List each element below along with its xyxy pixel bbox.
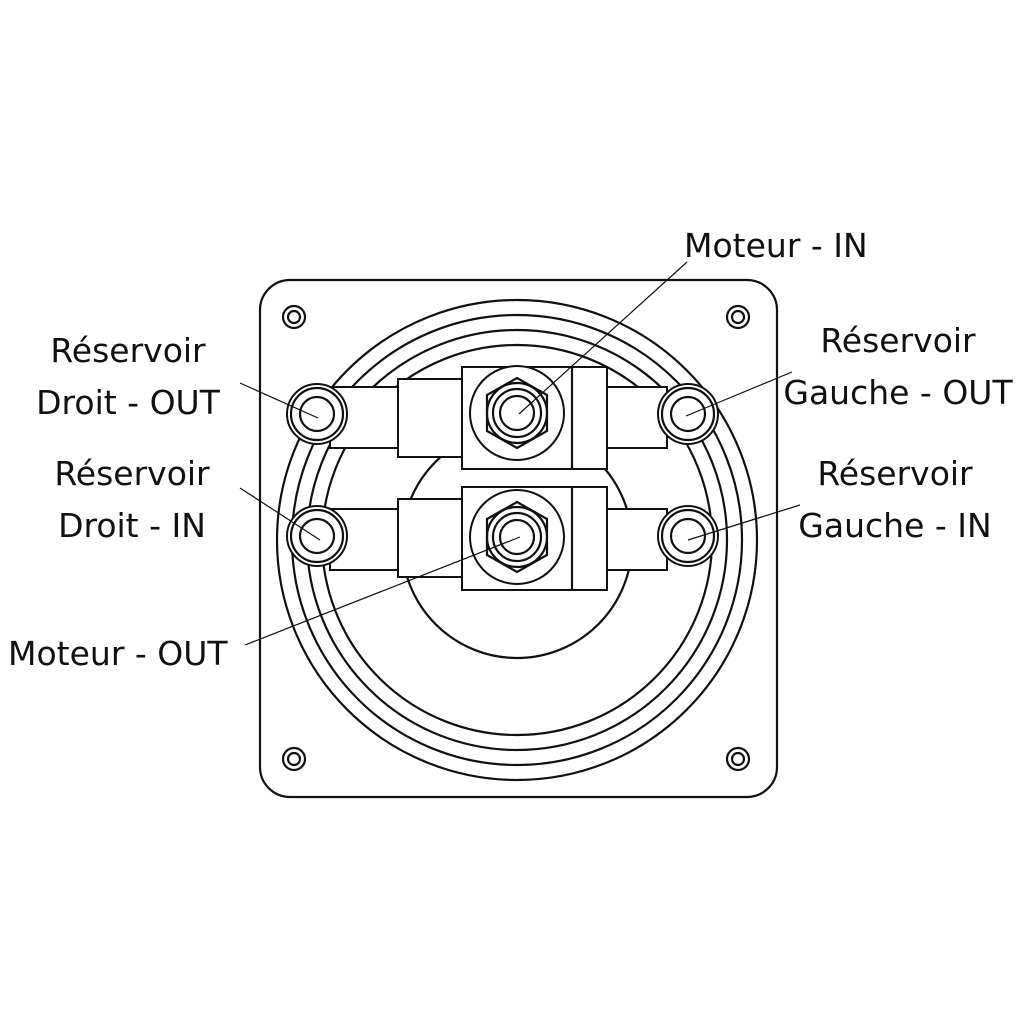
label-moteur-out: Moteur - OUT: [8, 628, 228, 680]
label-text: Réservoir: [820, 321, 976, 360]
label-text: Gauche - OUT: [783, 373, 1013, 412]
valve-block-top: [397, 365, 608, 470]
label-text: Réservoir: [50, 331, 206, 370]
valve-block-bottom: [397, 486, 608, 591]
side-fittings: [286, 383, 719, 567]
label-moteur-in: Moteur - IN: [684, 220, 868, 272]
label-text: Moteur - IN: [684, 226, 868, 265]
label-text: Gauche - IN: [798, 506, 992, 545]
label-text: Réservoir: [817, 454, 973, 493]
label-text: Droit - OUT: [36, 383, 220, 422]
label-text: Moteur - OUT: [8, 634, 228, 673]
label-text: Droit - IN: [58, 506, 206, 545]
screw-holes: [281, 304, 751, 772]
leader-lines: [239, 261, 801, 646]
base-plate: [258, 278, 779, 799]
label-text: Réservoir: [54, 454, 210, 493]
